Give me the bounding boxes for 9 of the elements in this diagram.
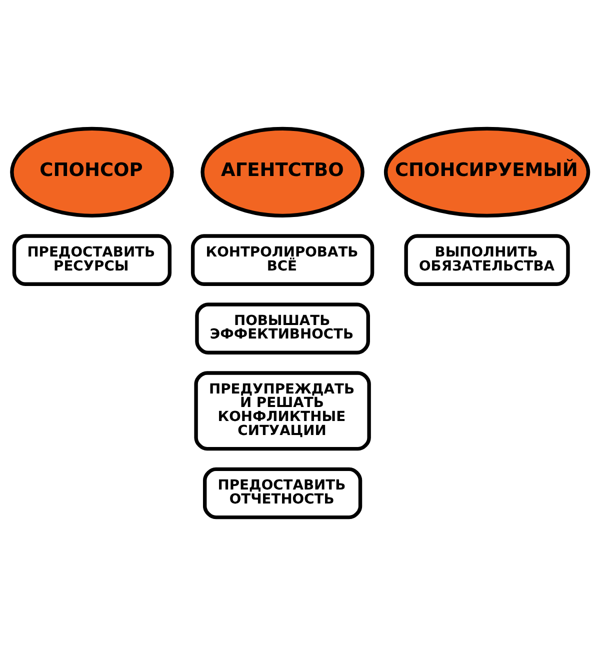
node-ellipse: СПОНСОР <box>10 126 174 218</box>
node-box: ПРЕДУПРЕЖДАТЬ И РЕШАТЬ КОНФЛИКТНЫЕ СИТУАЦИИ <box>194 371 371 451</box>
node-ellipse: АГЕНТСТВО <box>200 126 364 218</box>
node-box: ПОВЫШАТЬ ЭФФЕКТИВНОСТЬ <box>195 302 370 354</box>
node-box: ПРЕДОСТАВИТЬ РЕСУРСЫ <box>12 234 172 286</box>
node-box: ВЫПОЛНИТЬ ОБЯЗАТЕЛЬСТВА <box>404 234 570 286</box>
node-ellipse: СПОНСИРУЕМЫЙ <box>384 126 590 218</box>
node-box: ПРЕДОСТАВИТЬ ОТЧЕТНОСТЬ <box>202 467 362 520</box>
node-box: КОНТРОЛИРОВАТЬ ВСЁ <box>190 234 374 286</box>
